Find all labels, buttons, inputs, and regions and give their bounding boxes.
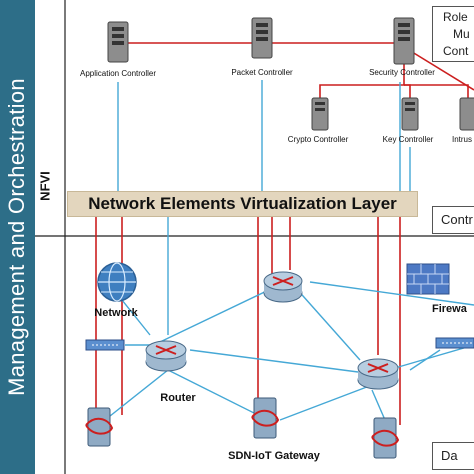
- packet-controller-label: Packet Controller: [231, 68, 293, 77]
- crypto-controller-icon: [311, 97, 329, 131]
- data-plane-box: Da: [432, 442, 474, 470]
- data-plane-links: [104, 217, 474, 421]
- network-globe-icon: [97, 262, 137, 302]
- key-controller-icon: [401, 97, 419, 131]
- packet-controller-icon: [251, 17, 273, 59]
- router-icon-main: [145, 340, 187, 372]
- role-legend-box: Role Mu Cont: [432, 6, 474, 62]
- application-controller-icon: [107, 21, 129, 63]
- gateway-icon-left: [85, 407, 114, 447]
- switch-icon-left: [85, 339, 125, 351]
- router-icon-top: [263, 271, 303, 303]
- firewall-label: Firewa: [432, 303, 467, 315]
- nfvi-label: NFVI: [37, 171, 53, 201]
- router-icon-right: [357, 358, 399, 390]
- switch-icon-right: [435, 337, 474, 349]
- security-controller-icon: [393, 17, 415, 65]
- router-label: Router: [160, 392, 196, 404]
- firewall-icon: [406, 263, 450, 295]
- key-controller-label: Key Controller: [382, 135, 434, 144]
- gateway-icon-center: [251, 397, 280, 439]
- controller-data-links: [117, 80, 411, 191]
- control-plane-box: Contr: [432, 206, 474, 234]
- network-label: Network: [94, 307, 138, 319]
- security-controller-label: Security Controller: [369, 68, 435, 77]
- data-plane-control-links: [95, 217, 401, 425]
- gateway-icon-right: [371, 417, 400, 459]
- role-line-3: Cont: [443, 44, 469, 58]
- management-orchestration-bar: [0, 0, 35, 474]
- gateway-label: SDN-IoT Gateway: [228, 450, 320, 462]
- application-controller-label: Application Controller: [79, 69, 157, 78]
- crypto-controller-label: Crypto Controller: [287, 135, 349, 144]
- intrusion-controller-label: Intrus: [452, 135, 473, 144]
- virtualization-layer-banner: Network Elements Virtualization Layer: [67, 191, 418, 217]
- intrusion-controller-icon: [459, 97, 474, 131]
- role-line-2: Mu: [453, 27, 470, 41]
- role-line-1: Role: [443, 10, 468, 24]
